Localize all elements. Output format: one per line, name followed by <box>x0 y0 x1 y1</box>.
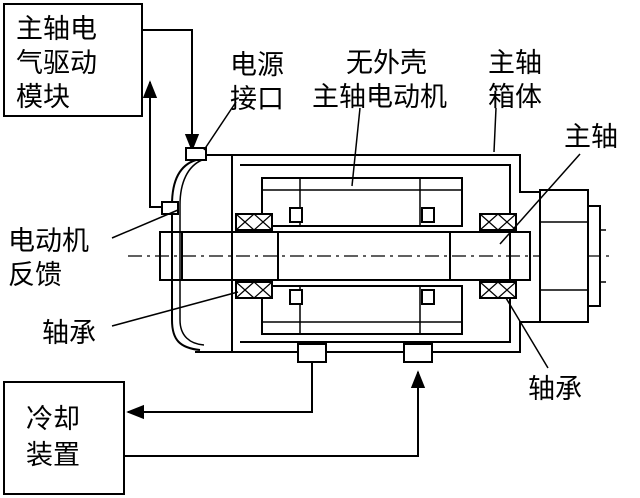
bearing-right-group <box>479 213 517 299</box>
bearing-right-label: 轴承 <box>528 374 582 405</box>
leader-spindle <box>499 153 581 245</box>
feedback-label-line2: 反馈 <box>8 260 62 291</box>
spindle-housing <box>161 147 541 363</box>
spindle-box-label-line2: 箱体 <box>488 82 542 113</box>
spindle-shaft <box>128 231 610 281</box>
cooling-unit-label-line2: 装置 <box>26 440 80 471</box>
leader-power-interface <box>203 101 237 151</box>
motor-stator <box>261 177 463 335</box>
leader-feedback <box>111 209 179 239</box>
spindle-chuck <box>539 189 606 323</box>
feedback-label-line1: 电动机 <box>8 226 89 257</box>
coolant-return-line <box>126 362 313 420</box>
drive-module-label-line2: 气驱动 <box>16 48 97 79</box>
motor-label-line1: 无外壳 <box>346 48 427 79</box>
spindle-box-label-line1: 主轴 <box>488 48 542 79</box>
power-interface-label-line2: 接口 <box>230 84 284 115</box>
motor-label-line2: 主轴电动机 <box>312 82 447 113</box>
leader-motor <box>351 107 361 187</box>
cooling-unit-box: 冷却 装置 <box>3 381 125 495</box>
leader-bearing-right <box>505 297 549 369</box>
drive-module-label-line3: 模块 <box>16 82 70 113</box>
leader-spindle-box <box>493 107 497 153</box>
power-interface-label-line1: 电源 <box>230 50 284 81</box>
drive-module-box: 主轴电 气驱动 模块 <box>3 3 143 117</box>
drive-module-label-line1: 主轴电 <box>16 14 97 45</box>
cooling-unit-label-line1: 冷却 <box>26 404 80 435</box>
power-line <box>142 29 200 152</box>
bearing-left-label: 轴承 <box>42 318 96 349</box>
spindle-label: 主轴 <box>564 122 618 153</box>
leader-bearing-left <box>111 291 239 327</box>
feedback-line <box>142 80 170 208</box>
coolant-supply-line <box>124 370 426 457</box>
bearing-left-group <box>235 213 273 299</box>
